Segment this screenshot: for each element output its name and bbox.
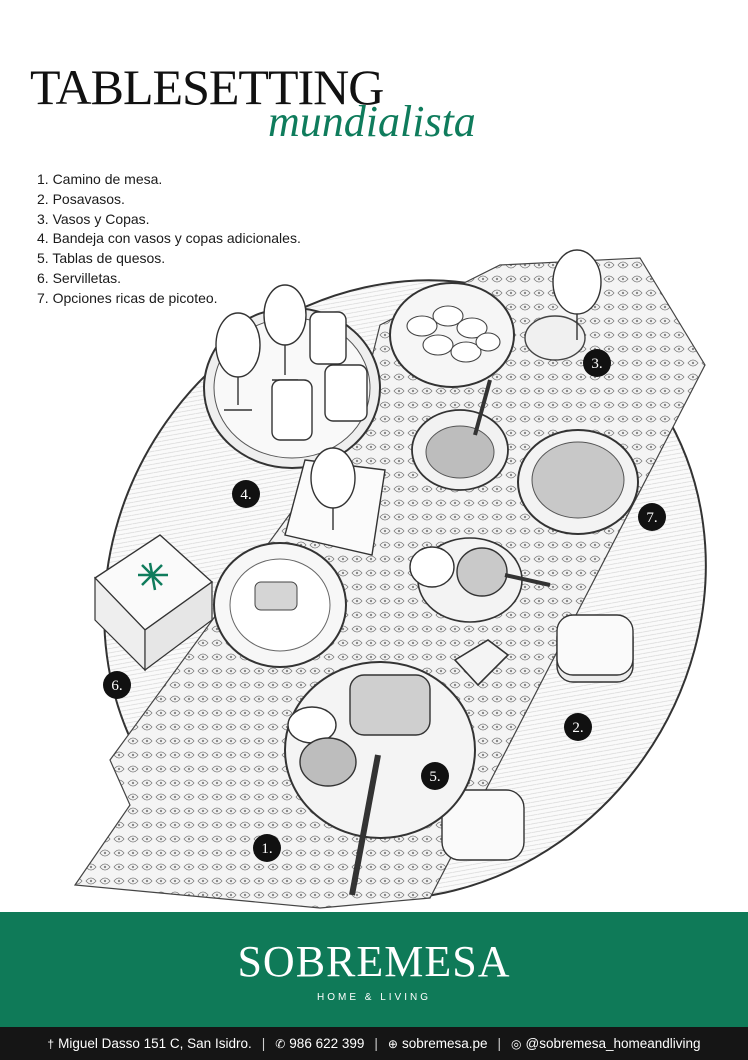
- marker-label: 3.: [591, 356, 602, 372]
- snack-plate: [517, 429, 639, 535]
- legend-item: 5. Tablas de quesos.: [37, 250, 166, 267]
- legend-item: 2. Posavasos.: [37, 190, 125, 207]
- page-subtitle: mundialista: [268, 97, 476, 146]
- napkin-stack: [93, 534, 214, 672]
- table-illustration: 1. 2. 3. 4. 5. 6. 7.: [73, 249, 707, 909]
- instagram-icon: ◎: [511, 1036, 522, 1051]
- jar-plate: [409, 537, 551, 623]
- contact-address: † Miguel Dasso 151 C, San Isidro.: [47, 1036, 251, 1051]
- marker-5: 5.: [421, 762, 449, 790]
- brand-band: [0, 912, 748, 1027]
- cheese-board: [284, 639, 510, 896]
- bread-bowl: [389, 282, 515, 388]
- dinner-plate: [213, 542, 347, 668]
- divider: |: [374, 1036, 378, 1051]
- contact-phone: ✆ 986 622 399: [275, 1036, 364, 1051]
- page-title: TABLESETTING: [30, 59, 384, 115]
- marker-2: 2.: [564, 713, 592, 741]
- location-pin-icon: †: [47, 1036, 55, 1051]
- legend-item: 1. Camino de mesa.: [37, 171, 163, 187]
- divider: |: [497, 1036, 502, 1051]
- marker-label: 7.: [646, 510, 657, 526]
- marker-label: 6.: [111, 678, 122, 694]
- marker-label: 4.: [240, 487, 251, 503]
- marker-1: 1.: [253, 834, 281, 862]
- marker-3: 3.: [583, 349, 611, 377]
- instagram-text: @sobremesa_homeandliving: [525, 1036, 701, 1051]
- glass-tray: [203, 284, 381, 469]
- whatsapp-icon: ✆: [275, 1036, 286, 1051]
- website-text: sobremesa.pe: [401, 1036, 488, 1051]
- marker-label: 5.: [429, 769, 440, 785]
- marker-7: 7.: [638, 503, 666, 531]
- marker-label: 1.: [261, 841, 272, 857]
- address-text: Miguel Dasso 151 C, San Isidro.: [58, 1036, 252, 1051]
- glass-napkin: [284, 447, 386, 556]
- contact-website: ⊕ sobremesa.pe: [388, 1036, 488, 1051]
- glass-coaster: [524, 249, 602, 361]
- contact-bar: † Miguel Dasso 151 C, San Isidro. | ✆ 98…: [0, 1027, 748, 1060]
- dip-bowl: [411, 379, 509, 491]
- contact-instagram: ◎ @sobremesa_homeandliving: [511, 1036, 701, 1051]
- legend-item: 4. Bandeja con vasos y copas adicionales…: [37, 230, 301, 247]
- legend-item: 3. Vasos y Copas.: [37, 210, 150, 227]
- marker-6: 6.: [103, 671, 131, 699]
- legend-item: 6. Servilletas.: [37, 269, 122, 286]
- legend-list: 1. Camino de mesa. 2. Posavasos. 3. Vaso…: [37, 170, 301, 309]
- globe-icon: ⊕: [387, 1036, 398, 1051]
- brand-tagline: HOME & LIVING: [316, 992, 431, 1003]
- marker-label: 2.: [572, 720, 583, 736]
- phone-text: 986 622 399: [289, 1036, 365, 1051]
- divider: |: [261, 1036, 266, 1051]
- marker-4: 4.: [232, 480, 260, 508]
- legend-item: 7. Opciones ricas de picoteo.: [37, 289, 218, 306]
- brand-logo: SOBREMESA: [237, 937, 511, 986]
- coaster-stack: [441, 614, 634, 861]
